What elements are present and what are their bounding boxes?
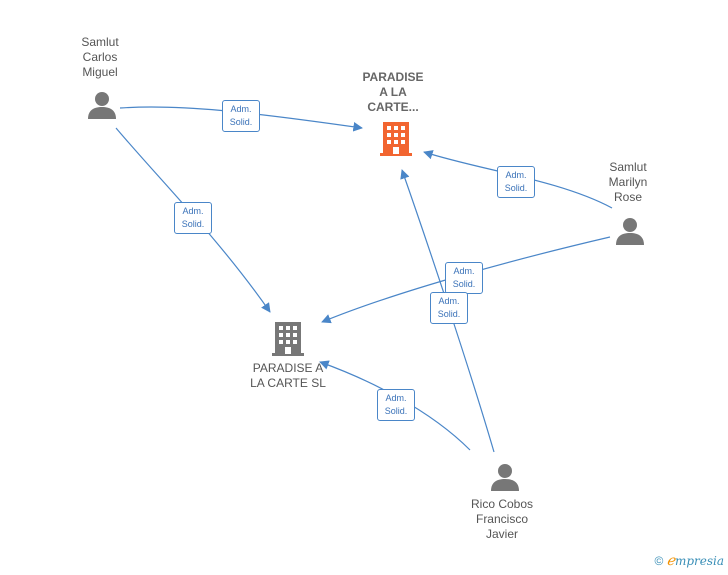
edge-badge: Adm.Solid. [222, 100, 260, 132]
edge-badge: Adm.Solid. [174, 202, 212, 234]
building-icon [272, 322, 304, 356]
node-label-samlut-marilyn[interactable]: Samlut Marilyn Rose [608, 160, 648, 204]
brand-footer: © ℯmpresia [654, 553, 724, 569]
copyright-symbol: © [654, 554, 664, 568]
node-label-paradise-sl[interactable]: PARADISE A LA CARTE SL [250, 361, 326, 390]
edge-carlos-to-main [119, 106, 363, 132]
edge-badge: Adm.Solid. [377, 389, 415, 421]
brand-name: mpresia [674, 554, 724, 568]
person-icon [491, 464, 519, 491]
person-icon [616, 218, 644, 245]
building-icon [380, 122, 412, 156]
edge-badge: Adm.Solid. [430, 292, 468, 324]
node-label-paradise-main[interactable]: PARADISE A LA CARTE... [362, 70, 424, 114]
person-icon [88, 92, 116, 119]
node-label-samlut-carlos[interactable]: Samlut Carlos Miguel [81, 35, 119, 79]
node-label-rico-cobos[interactable]: Rico Cobos Francisco Javier [470, 497, 534, 541]
edge-badge: Adm.Solid. [445, 262, 483, 294]
brand-logo-icon: ℯ [666, 553, 675, 569]
edge-badge: Adm.Solid. [497, 166, 535, 198]
